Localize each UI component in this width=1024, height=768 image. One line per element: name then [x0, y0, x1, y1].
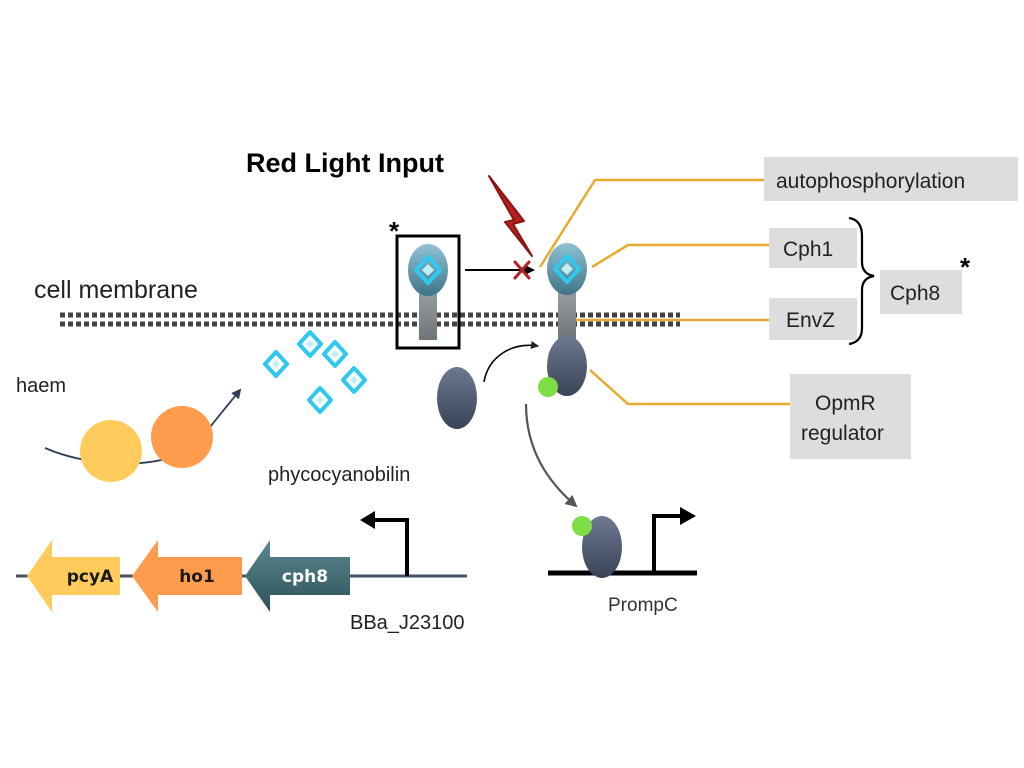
promoter-constitutive-icon — [360, 511, 409, 576]
ompr-free — [437, 367, 477, 429]
callout-cph1-label: Cph1 — [783, 238, 833, 261]
callout-cph8: Cph8 — [880, 270, 962, 314]
pcb-molecule-icon — [307, 386, 333, 414]
phycocyanobilin-molecules — [263, 330, 367, 414]
promoter-output-icon — [652, 507, 696, 573]
gene-pcya-label: pcyA — [67, 567, 114, 587]
callout-envz-label: EnvZ — [786, 309, 835, 332]
callout-ompr: OpmR regulator — [790, 374, 911, 459]
haem-label: haem — [16, 375, 66, 397]
receptor-inactive — [395, 234, 461, 350]
promoter-constitutive-label: BBa_J23100 — [350, 612, 465, 634]
callout-cph1: Cph1 — [769, 228, 857, 268]
title: Red Light Input — [246, 148, 444, 178]
callout-autophosphorylation: autophosphorylation — [764, 157, 1018, 201]
gene-cph8: cph8 — [245, 540, 350, 612]
ompr-bound — [538, 336, 587, 397]
pcb-molecule-icon — [322, 340, 348, 368]
pcb-molecule-icon — [263, 350, 289, 378]
pcya-enzyme — [80, 420, 142, 482]
gene-pcya: pcyA — [27, 540, 120, 612]
pcb-molecule-icon — [341, 366, 367, 394]
cell-membrane-label: cell membrane — [34, 276, 198, 304]
callout-ompr-line2: regulator — [801, 422, 884, 445]
phosphate-icon — [538, 377, 558, 397]
callout-line-cph1 — [591, 243, 770, 269]
promoter-output-label: PrompC — [608, 595, 678, 616]
receptor-asterisk: * — [389, 216, 400, 246]
cell-membrane — [60, 312, 680, 327]
cph8-receptor-active — [547, 243, 587, 340]
pcb-molecule-icon — [297, 330, 323, 358]
blocked-x-icon — [513, 260, 531, 280]
ho1-enzyme — [151, 406, 213, 468]
translocation-arrow — [524, 403, 578, 508]
chromophore-icon — [414, 255, 442, 285]
callout-lines — [538, 178, 790, 406]
cph8-asterisk: * — [960, 252, 971, 282]
gene-cph8-label: cph8 — [282, 567, 328, 587]
phosphate-icon — [572, 516, 592, 536]
ompr-at-promoter — [582, 516, 622, 578]
red-light-lightning-icon — [488, 175, 533, 257]
binding-arrow — [483, 341, 539, 383]
callout-cph8-label: Cph8 — [890, 282, 940, 305]
phycocyanobilin-label: phycocyanobilin — [268, 464, 410, 486]
callout-line-ompr — [589, 369, 790, 406]
chromophore-icon — [553, 254, 581, 284]
callout-ompr-line1: OpmR — [815, 392, 876, 415]
gene-ho1: ho1 — [132, 540, 242, 612]
callout-line-autophosphorylation — [538, 178, 765, 268]
callout-envz: EnvZ — [769, 298, 857, 340]
curly-brace — [848, 216, 875, 346]
callout-autophosphorylation-label: autophosphorylation — [776, 170, 965, 193]
gene-ho1-label: ho1 — [179, 567, 215, 587]
